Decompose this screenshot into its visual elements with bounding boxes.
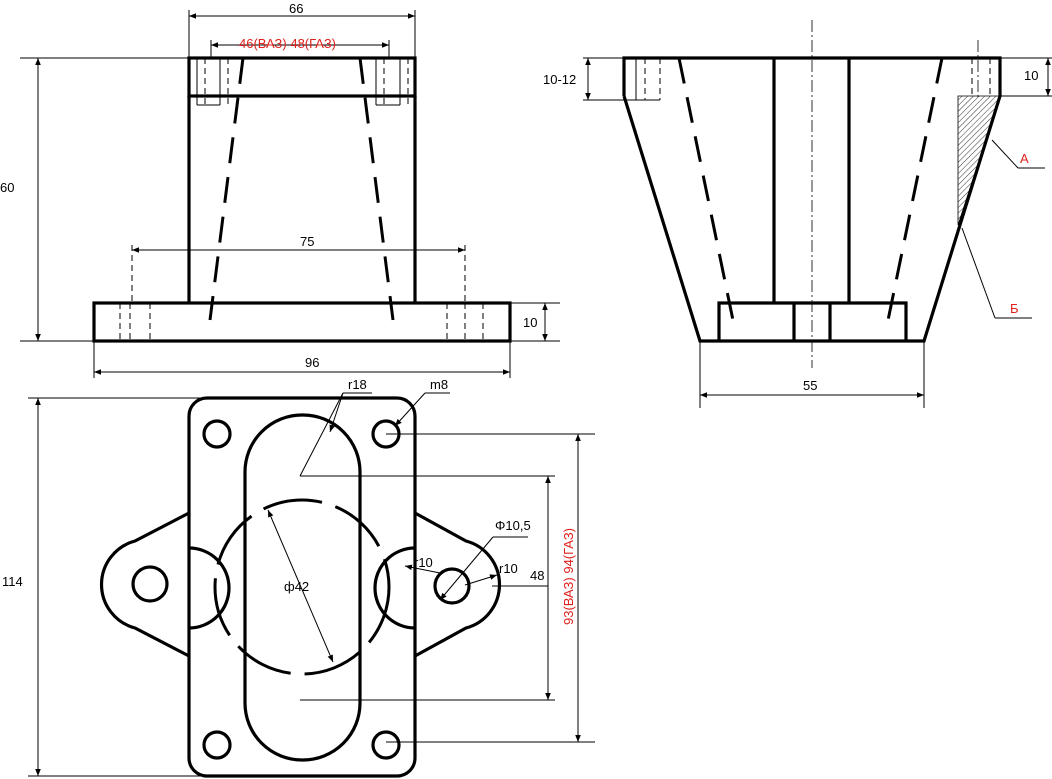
dim-hole-spacing: 75 <box>131 234 466 303</box>
dim-height: 60 <box>0 57 189 342</box>
left-ear-hole <box>131 565 169 603</box>
front-bore-right <box>358 57 395 321</box>
front-top-stud-holes <box>196 58 409 108</box>
dim-hole-diameter-text: Φ10,5 <box>495 518 531 533</box>
front-base-holes <box>119 303 484 341</box>
side-bottom-boss <box>717 301 908 341</box>
right-ear-hole <box>433 567 471 605</box>
dim-ear-radius-text: r10 <box>414 555 433 570</box>
leader-a: А <box>991 139 1045 169</box>
dim-top-width: 66 <box>188 1 416 58</box>
dim-top-depth: 10 <box>1000 57 1052 97</box>
dim-ear-radius-2-text: r10 <box>499 561 518 576</box>
dim-top-width-text: 66 <box>289 1 303 16</box>
dim-bolt-spacing-text: 93(ВАЗ) 94(ГАЗ) <box>561 528 576 625</box>
dim-ear-radius-2: r10 <box>464 561 518 586</box>
dim-base-width-text: 96 <box>305 355 319 370</box>
corner-hole-br <box>371 730 401 760</box>
dim-slot-length: 48 <box>300 475 555 701</box>
dim-corner-radius-text: r18 <box>348 377 367 392</box>
dim-slot-length-text: 48 <box>530 568 544 583</box>
dim-corner-radius: r18 <box>299 377 372 477</box>
dim-bore-text: ф42 <box>284 579 309 594</box>
top-right-ear <box>414 511 502 658</box>
dim-base-thickness-text: 10 <box>523 315 537 330</box>
corner-hole-tl <box>202 419 232 449</box>
dim-top-depth-text: 10 <box>1024 68 1038 83</box>
side-bore-right <box>884 57 944 331</box>
dim-bottom-width-text: 55 <box>803 378 817 393</box>
dim-flange-thickness-text: 10-12 <box>543 72 576 87</box>
dim-height-text: 60 <box>0 180 14 195</box>
leader-b: Б <box>961 227 1032 319</box>
dim-flange-thickness: 10-12 <box>543 57 650 101</box>
side-bore-left <box>677 57 737 331</box>
dim-total-height-text: 114 <box>2 574 23 589</box>
top-flange-outline <box>187 396 417 778</box>
side-hatched-area-a <box>957 95 1001 226</box>
front-bore-left <box>208 57 245 321</box>
label-a: А <box>1020 151 1029 166</box>
dim-base-width: 96 <box>93 341 511 378</box>
dim-bottom-width: 55 <box>699 341 925 408</box>
right-ear-cutout <box>373 546 416 630</box>
dim-inner-opening: 46(ВАЗ) 48(ГАЗ) <box>210 36 390 58</box>
side-view: 10-12 10 55 А Б <box>543 20 1052 408</box>
dim-base-thickness: 10 <box>510 302 560 342</box>
label-b: Б <box>1010 301 1019 316</box>
top-view: ф42 r18 m8 Φ10,5 r10 r10 <box>2 377 595 778</box>
top-left-ear <box>99 511 190 658</box>
dim-ear-radius: r10 <box>404 555 441 574</box>
dim-thread-text: m8 <box>430 377 448 392</box>
dim-hole-spacing-text: 75 <box>300 234 314 249</box>
corner-hole-bl <box>202 730 232 760</box>
dim-thread: m8 <box>394 377 450 427</box>
dim-bolt-spacing: 93(ВАЗ) 94(ГАЗ) <box>386 433 595 743</box>
dim-bore: ф42 <box>267 509 334 663</box>
left-ear-cutout <box>188 546 231 630</box>
front-top-flange <box>187 56 417 98</box>
dim-hole-diameter: Φ10,5 <box>439 518 531 601</box>
central-slot <box>243 413 362 762</box>
dim-total-height: 114 <box>2 397 210 777</box>
front-view: 66 46(ВАЗ) 48(ГАЗ) 60 75 96 <box>0 1 560 378</box>
dim-inner-opening-text: 46(ВАЗ) 48(ГАЗ) <box>239 36 336 51</box>
central-bore-circle <box>213 498 391 676</box>
side-stud-hole <box>635 58 991 101</box>
front-base-plate <box>92 301 512 343</box>
